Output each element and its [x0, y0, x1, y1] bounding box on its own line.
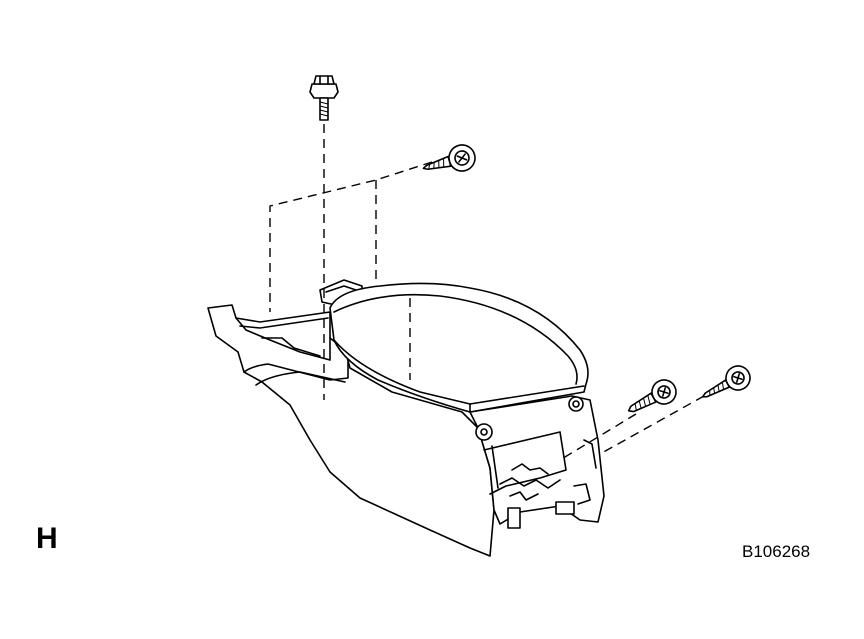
rear-tab-center: [555, 501, 575, 515]
dash-line-screw-rear-2: [599, 395, 705, 455]
console-tray: [235, 317, 331, 361]
assembly-lines: [269, 124, 705, 461]
console-side-edge: [243, 361, 349, 381]
rear-tab-left: [507, 507, 521, 529]
bolt-top: [309, 75, 339, 121]
screw-rear-2: [701, 365, 751, 398]
dash-line-screw-upper: [269, 161, 433, 312]
console-box: [207, 279, 605, 557]
view-label: H: [36, 522, 58, 555]
screw-rear-1: [627, 379, 677, 413]
figure-code: B106268: [742, 542, 811, 561]
armrest-lid-top-edge: [333, 293, 578, 385]
armrest-lid-outline: [329, 282, 589, 413]
armrest-lid: [329, 282, 589, 413]
screw-upper: [422, 144, 476, 172]
console-rear-recess: [483, 431, 567, 495]
